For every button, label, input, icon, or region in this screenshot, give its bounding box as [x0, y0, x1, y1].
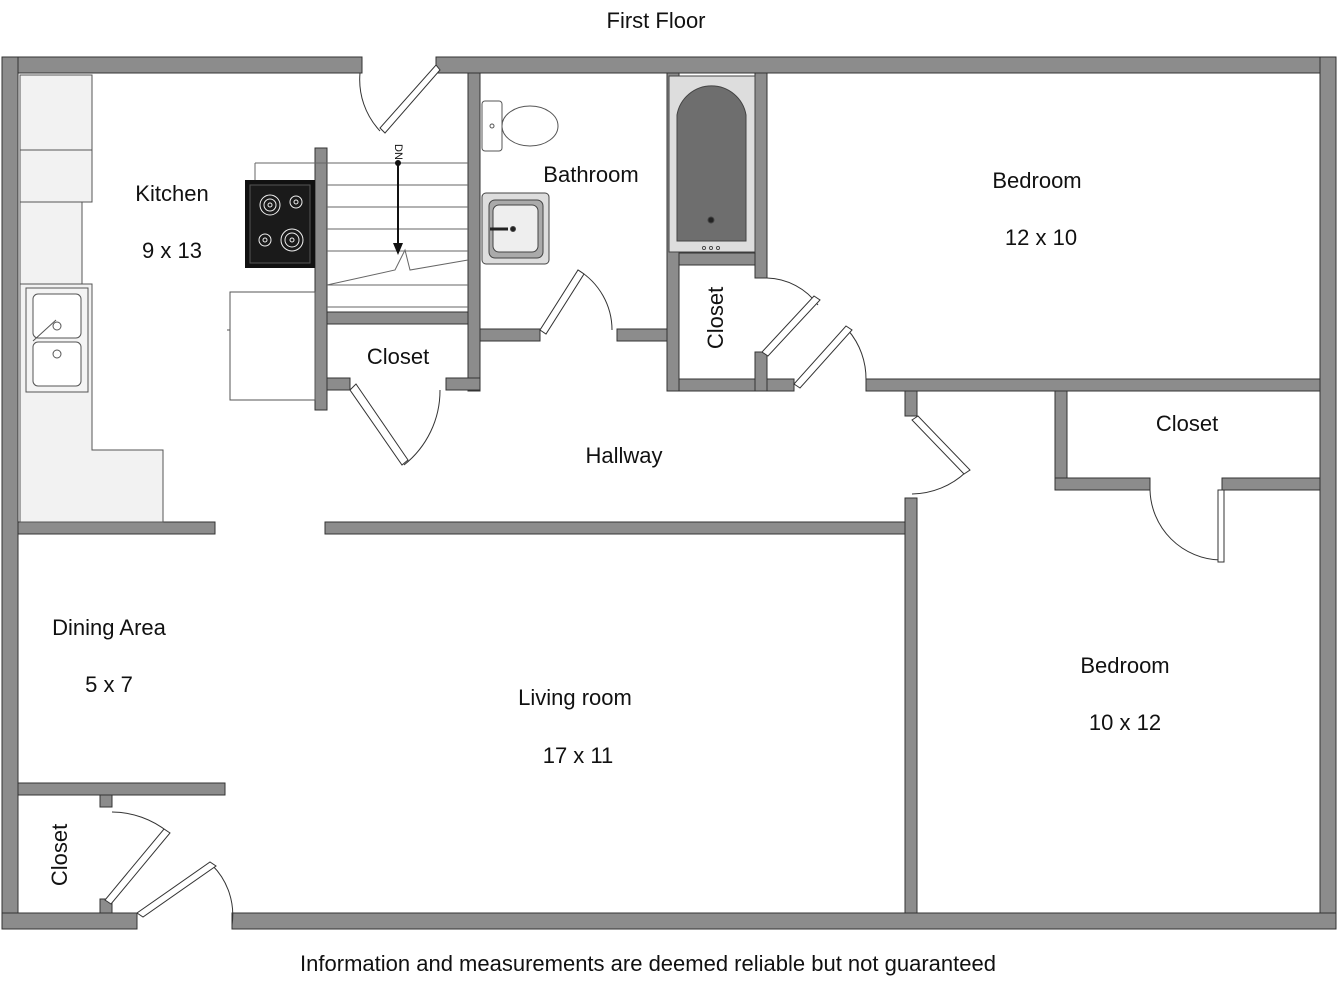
bedroom2-size: 10 x 12 [1088, 710, 1162, 735]
kitchen-sink [25, 287, 89, 393]
bedroom1-door [847, 329, 867, 381]
disclaimer: Information and measurements are deemed … [300, 951, 996, 976]
page-title: First Floor [606, 8, 706, 33]
hall-closet-label: Closet [366, 344, 430, 369]
dining-label: Dining Area [52, 615, 166, 640]
toilet-icon [481, 100, 559, 152]
bedroom2-label: Bedroom [1080, 653, 1170, 678]
refrigerator [227, 291, 316, 401]
bedroom1-label: Bedroom [992, 168, 1082, 193]
dining-closet-label: Closet [47, 823, 72, 887]
stairs-label: DN [392, 144, 404, 160]
stove-icon [245, 180, 315, 268]
hallway-label: Hallway [585, 443, 663, 468]
bedroom-closet-label: Closet [1155, 411, 1219, 436]
front-door [211, 864, 234, 926]
dining-size: 5 x 7 [85, 672, 133, 697]
kitchen-size: 9 x 13 [142, 238, 202, 263]
stairs [254, 162, 469, 308]
bath-closet-label: Closet [703, 286, 728, 350]
bathtub-icon [668, 75, 756, 253]
entry-door [359, 72, 381, 132]
dining-closet-door [111, 811, 169, 833]
bathroom-door [577, 269, 613, 331]
kitchen-label: Kitchen [135, 181, 209, 206]
bedroom-closet-door [1149, 489, 1221, 561]
outer-walls [1, 56, 1337, 930]
stairs-arrow-icon [393, 160, 403, 255]
bathroom-label: Bathroom [543, 162, 639, 187]
living-size: 17 x 11 [542, 743, 614, 768]
living-label: Living room [518, 685, 632, 710]
bedroom2-door [911, 471, 967, 495]
bathroom-sink-icon [481, 192, 550, 265]
hall-closet-door [403, 389, 441, 466]
bedroom1-size: 12 x 10 [1004, 225, 1078, 250]
doors [104, 64, 1225, 926]
interior-walls [17, 72, 1321, 914]
